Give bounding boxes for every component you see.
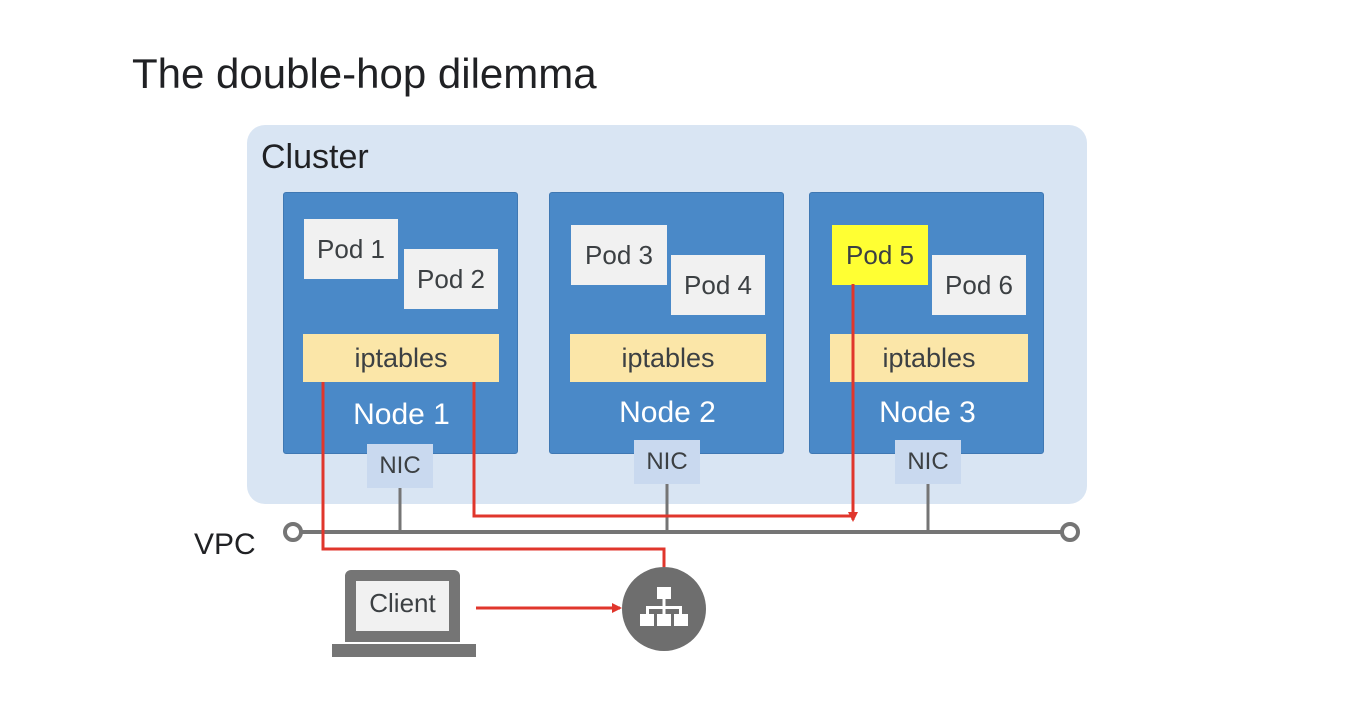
pod-6: Pod 6 xyxy=(932,255,1026,315)
laptop-icon xyxy=(345,570,460,642)
pod-4: Pod 4 xyxy=(671,255,765,315)
vpc-label: VPC xyxy=(194,528,256,561)
nic-node-2: NIC xyxy=(634,440,700,484)
client-label: Client xyxy=(369,588,436,618)
pod-3: Pod 3 xyxy=(571,225,667,285)
hierarchy-icon xyxy=(640,587,688,626)
load-balancer-icon xyxy=(622,567,706,651)
node-2: Pod 3 Pod 4 iptables Node 2 xyxy=(549,192,784,454)
vpc-endpoint-right xyxy=(1060,522,1080,542)
nic-node-1: NIC xyxy=(367,444,433,488)
page-title: The double-hop dilemma xyxy=(132,50,597,97)
node1-to-node3-path xyxy=(472,382,853,518)
nic-node-3: NIC xyxy=(895,440,961,484)
iptables-node-3: iptables xyxy=(830,334,1028,382)
cluster-label: Cluster xyxy=(261,138,369,176)
laptop-base xyxy=(332,644,476,657)
pod-1: Pod 1 xyxy=(304,219,398,279)
node-3-label: Node 3 xyxy=(879,396,976,429)
node-3: Pod 5 Pod 6 iptables Node 3 xyxy=(809,192,1044,454)
pod-5-highlighted: Pod 5 xyxy=(832,225,928,285)
node-1-label: Node 1 xyxy=(353,398,450,431)
lb-to-node1-path xyxy=(321,382,666,567)
vpc-endpoint-left xyxy=(283,522,303,542)
pod-2: Pod 2 xyxy=(404,249,498,309)
iptables-node-2: iptables xyxy=(570,334,766,382)
iptables-node-1: iptables xyxy=(303,334,499,382)
node-2-label: Node 2 xyxy=(619,396,716,429)
